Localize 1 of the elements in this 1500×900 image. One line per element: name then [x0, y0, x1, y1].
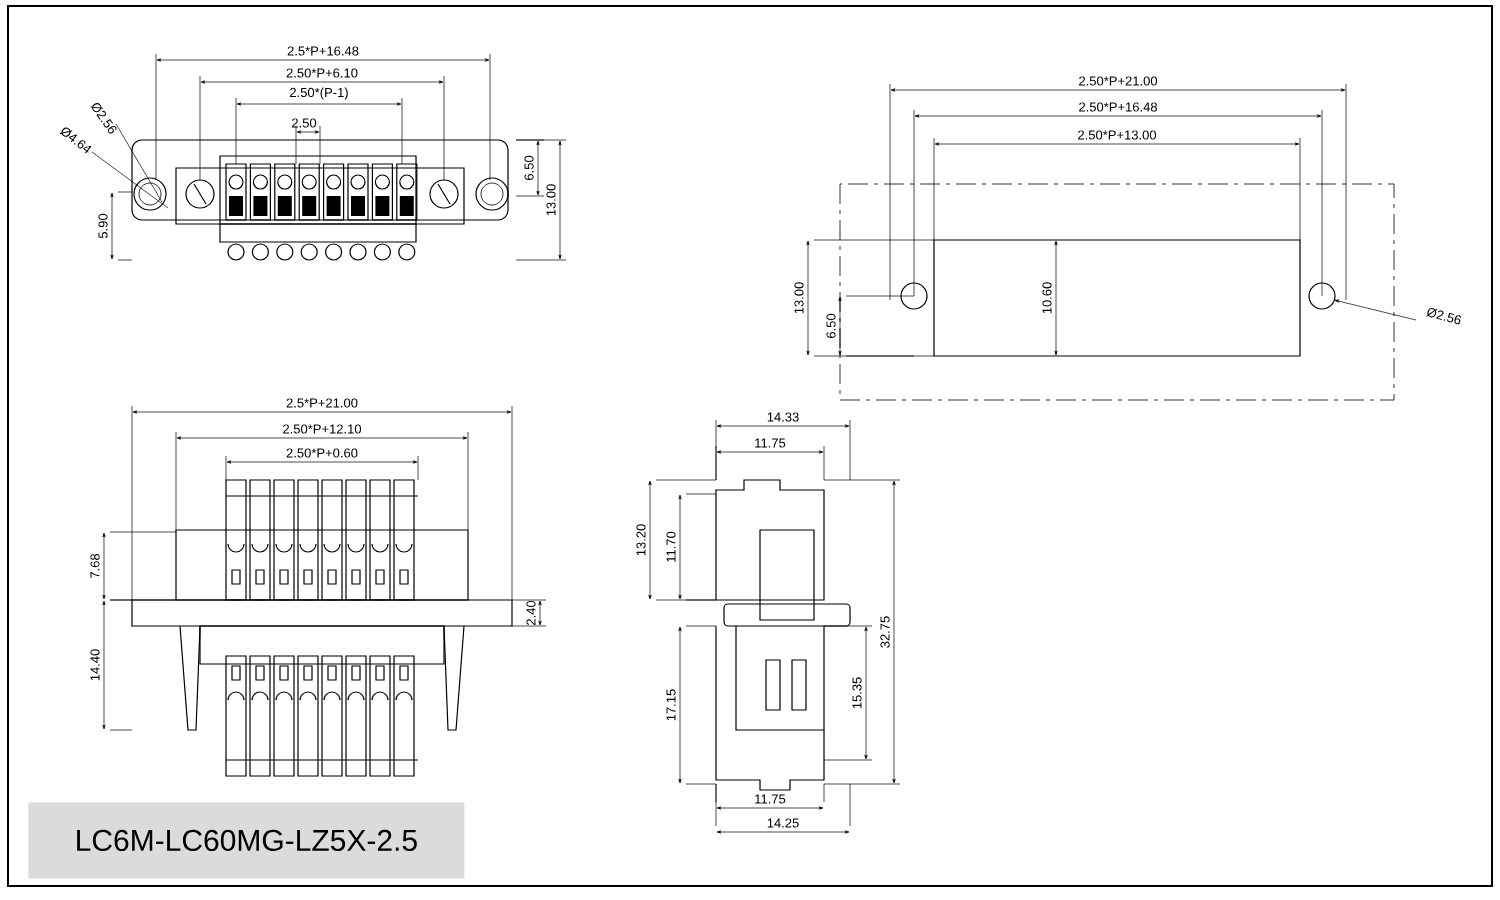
part-number-box: LC6M-LC60MG-LZ5X-2.5: [28, 802, 465, 879]
